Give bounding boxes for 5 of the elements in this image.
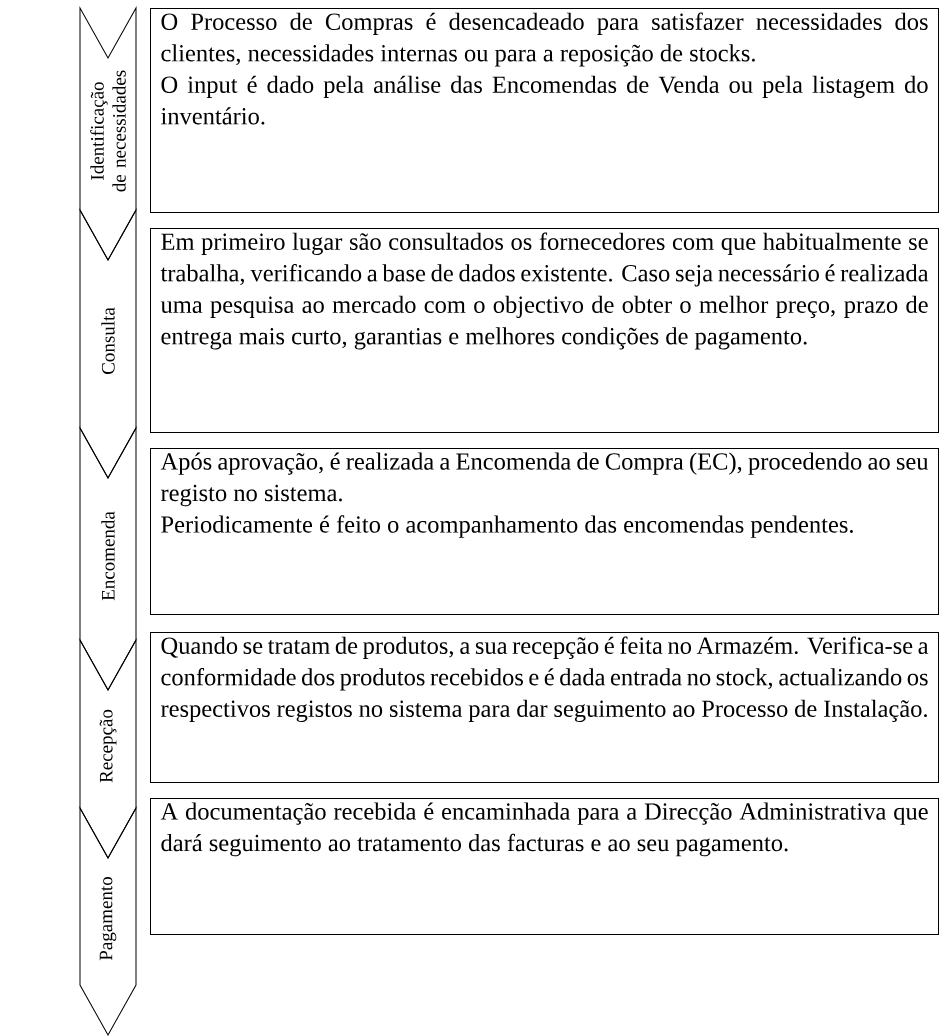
text-box: A documentação recebida é encaminhada para a Direcção Administrativa que dará seguimento ao tratamento das facturas e ao seu pagamento. [150,798,939,935]
text-box: Em primeiro lugar são consultados os fornecedores com que habitualmente se trabalha, verificando a base de dados existente. Caso seja necessário é realizada uma pesquisa ao mercado com o objectivo de obter o melhor preço, prazo de entrega mais curto, garantias e melhores condições de pagamento. [150,228,939,433]
text-box: O Processo de Compras é desencadeado para satisfazer necessidades dos clientes, necessidades internas ou para a reposição de stocks. O input é dado pela análise das Encomendas de Venda ou pela listagem do inventário. [150,8,939,213]
text-box: Após aprovação, é realizada a Encomenda de Compra (EC), procedendo ao seu registo no sistema. Periodicamente é feito o acompanhamento das encomendas pendentes. [150,448,939,615]
text-box: Quando se tratam de produtos, a sua recepção é feita no Armazém. Verifica-se a conformidade dos produtos recebidos e é dada entrada no stock, actualizando os respectivos registos no sistema para dar seguimento ao Processo de Instalação. [150,632,939,783]
